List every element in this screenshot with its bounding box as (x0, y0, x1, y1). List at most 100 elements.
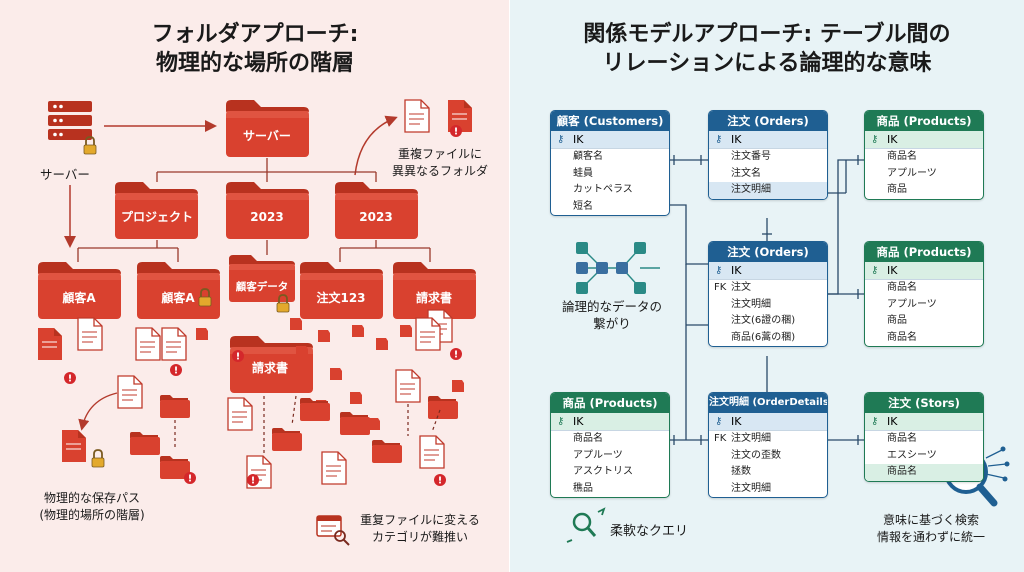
folder-icon (340, 412, 370, 435)
folder-invoice-label: 請求書 (416, 290, 452, 305)
file-icon (321, 451, 347, 485)
file-icon (404, 99, 430, 133)
folder-2023-label: 2023 (359, 210, 392, 224)
orders-table: 注文 (Orders) ⚷IK 注文番号 注文名 注文明細 (708, 110, 828, 200)
folder-approach-panel: サーバー プロジェクト 2023 2023 顧客 (0, 0, 510, 572)
key-icon: ⚷ (871, 134, 879, 145)
primary-key-row: ⚷IK (865, 131, 983, 149)
folder-icon (130, 432, 160, 455)
server-icon (48, 101, 97, 155)
table-header: 商品 (Products) (865, 242, 983, 262)
table-header: 注文 (Stors) (865, 393, 983, 413)
folder-invoice-label: 請求書 (252, 360, 288, 375)
table-field: 蛙員 (573, 167, 593, 179)
search-category-icon (316, 515, 350, 546)
semantic-search-label: 意味に基づく検索 情報を通わずに統一 (876, 513, 985, 544)
primary-key-row: ⚷IK (865, 413, 983, 431)
folder-2023-label: 2023 (250, 210, 283, 224)
file-icon (117, 375, 143, 409)
file-icon (37, 327, 63, 361)
table-header: 顧客 (Customers) (551, 111, 669, 131)
file-icon (61, 429, 87, 463)
table-field: 拯数 (731, 466, 751, 477)
folder-icon (428, 396, 458, 419)
primary-key-row: ⚷IK (709, 262, 827, 280)
alert-icon (450, 125, 462, 137)
table-field: 注文番号 (731, 151, 771, 162)
flexible-query-label: 柔軟なクエリ (610, 524, 689, 539)
table-field: 注文明細 (731, 482, 771, 494)
primary-key-row: ⚷IK (709, 131, 827, 149)
key-icon: ⚷ (715, 416, 723, 427)
key-icon: ⚷ (715, 265, 723, 276)
key-icon: ⚷ (557, 134, 565, 145)
table-field: 顧客名 (573, 151, 603, 162)
lock-icon (91, 449, 105, 468)
file-icon (419, 435, 445, 469)
file-icon (395, 369, 421, 403)
table-header: 注文明細 (OrderDetails) (709, 393, 827, 413)
table-field: 商品名 (865, 464, 983, 481)
table-field: アスクトリス (573, 466, 633, 477)
table-field: 注文(6證の稛) (731, 315, 796, 326)
table-field: 商品名 (887, 151, 917, 162)
table-header: 注文 (Orders) (709, 242, 827, 262)
table-field: 商品(6蒿の稛) (731, 331, 796, 343)
foreign-key-label: FK (714, 282, 727, 293)
relational-approach-title: 関係モデルアプローチ: テーブル間の リレーションによる論理的な意味 (583, 22, 951, 76)
folder-icon (300, 398, 330, 421)
file-icon (77, 317, 103, 351)
table-field: 穛品 (573, 482, 593, 494)
folder-icon (272, 428, 302, 451)
logical-link-label: 論理的なデータの 繋がり (561, 299, 662, 331)
primary-key-row: ⚷IK (551, 131, 669, 149)
folder-diagram: サーバー プロジェクト 2023 2023 顧客 (37, 99, 476, 546)
server-label: サーバー (40, 167, 90, 182)
table-field: 商品名 (887, 331, 917, 343)
table-field: アプルーツ (573, 449, 623, 461)
table-field: 商品名 (887, 282, 917, 293)
alert-icon (232, 350, 244, 362)
stors-table: 注文 (Stors) ⚷IK 商品名 エスシーツ 商品名 (864, 392, 984, 482)
alert-icon (247, 474, 259, 486)
table-field: 注文の歪数 (731, 449, 781, 461)
products-table: 商品 (Products) ⚷IK 商品名 アプルーツ 商品 (864, 110, 984, 200)
products-table: 商品 (Products) ⚷IK 商品名 アプルーツ 商品 商品名 (864, 241, 984, 347)
key-icon: ⚷ (871, 265, 879, 276)
file-icon (415, 317, 441, 351)
table-field: アプルーツ (887, 167, 937, 179)
key-icon: ⚷ (871, 416, 879, 427)
table-field: 注文明細 (709, 182, 827, 199)
close-icon (64, 372, 76, 384)
folder-customer-a-label: 顧客A (161, 290, 195, 305)
table-field: エスシーツ (887, 449, 937, 461)
alert-icon (170, 364, 182, 376)
physical-path-note: 物理的な保存パス (物理的場所の階層) (39, 491, 145, 522)
file-icon (227, 397, 253, 431)
folder-approach-title: フォルダアプローチ: 物理的な場所の階層 (151, 22, 359, 76)
file-icon (161, 327, 187, 361)
file-icon (135, 327, 161, 361)
folder-order-123-label: 注文123 (316, 290, 365, 305)
folder-project-label: プロジェクト (121, 209, 193, 224)
foreign-key-label: FK (714, 433, 727, 444)
primary-key-row: ⚷IK (551, 413, 669, 431)
table-field: 商品名 (887, 433, 917, 444)
folder-icon (160, 395, 190, 418)
alert-icon (434, 474, 446, 486)
server-folder-label: サーバー (243, 129, 291, 143)
table-field: アプルーツ (887, 298, 937, 310)
duplicate-files-note: 重複ファイルに 異異なるフォルダ (391, 147, 488, 178)
primary-key-row: ⚷IK (709, 413, 827, 431)
alert-icon (450, 348, 462, 360)
table-field: 商品 (887, 184, 907, 195)
relational-approach-panel: 関係モデルアプローチ: テーブル間の リレーションによる論理的な意味 顧客 (C… (510, 0, 1024, 572)
table-field: 商品名 (573, 433, 603, 444)
products-table: 商品 (Products) ⚷IK 商品名 アプルーツ アスクトリス 穛品 (550, 392, 670, 498)
flexible-query-icon (566, 507, 606, 543)
primary-key-row: ⚷IK (865, 262, 983, 280)
alert-icon (184, 472, 196, 484)
